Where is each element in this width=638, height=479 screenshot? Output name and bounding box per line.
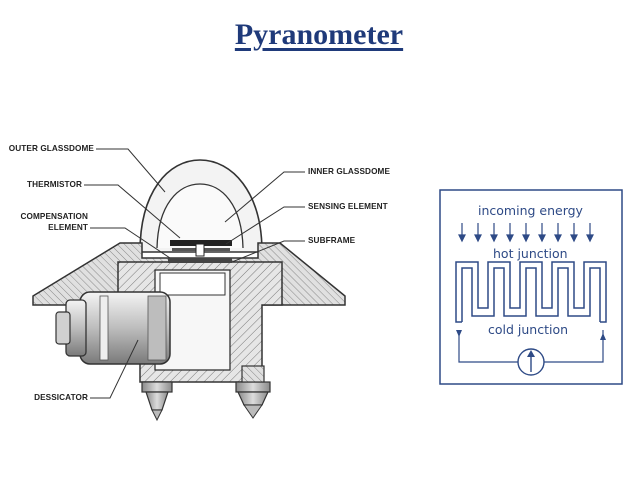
label-element: ELEMENT xyxy=(48,223,88,232)
thermopile-wire xyxy=(455,261,607,323)
label-hot-junction: hot junction xyxy=(493,246,568,261)
label-thermistor: THERMISTOR xyxy=(27,180,82,189)
leader-lines-left xyxy=(84,148,181,399)
label-compensation: COMPENSATION xyxy=(20,212,88,221)
label-sensing-element: SENSING ELEMENT xyxy=(308,202,388,211)
incoming-energy-arrows xyxy=(458,223,594,243)
label-dessicator: DESSICATOR xyxy=(34,393,88,402)
label-outer-glassdome: OUTER GLASSDOME xyxy=(8,144,94,153)
label-incoming-energy: incoming energy xyxy=(478,203,583,218)
label-cold-junction: cold junction xyxy=(488,322,569,337)
page-title: Pyranometer xyxy=(234,18,404,51)
leader-lines-right xyxy=(224,171,305,263)
label-subframe: SUBFRAME xyxy=(308,236,356,245)
label-inner-glassdome: INNER GLASSDOME xyxy=(308,167,391,176)
inner-glassdome-shape xyxy=(156,183,244,249)
